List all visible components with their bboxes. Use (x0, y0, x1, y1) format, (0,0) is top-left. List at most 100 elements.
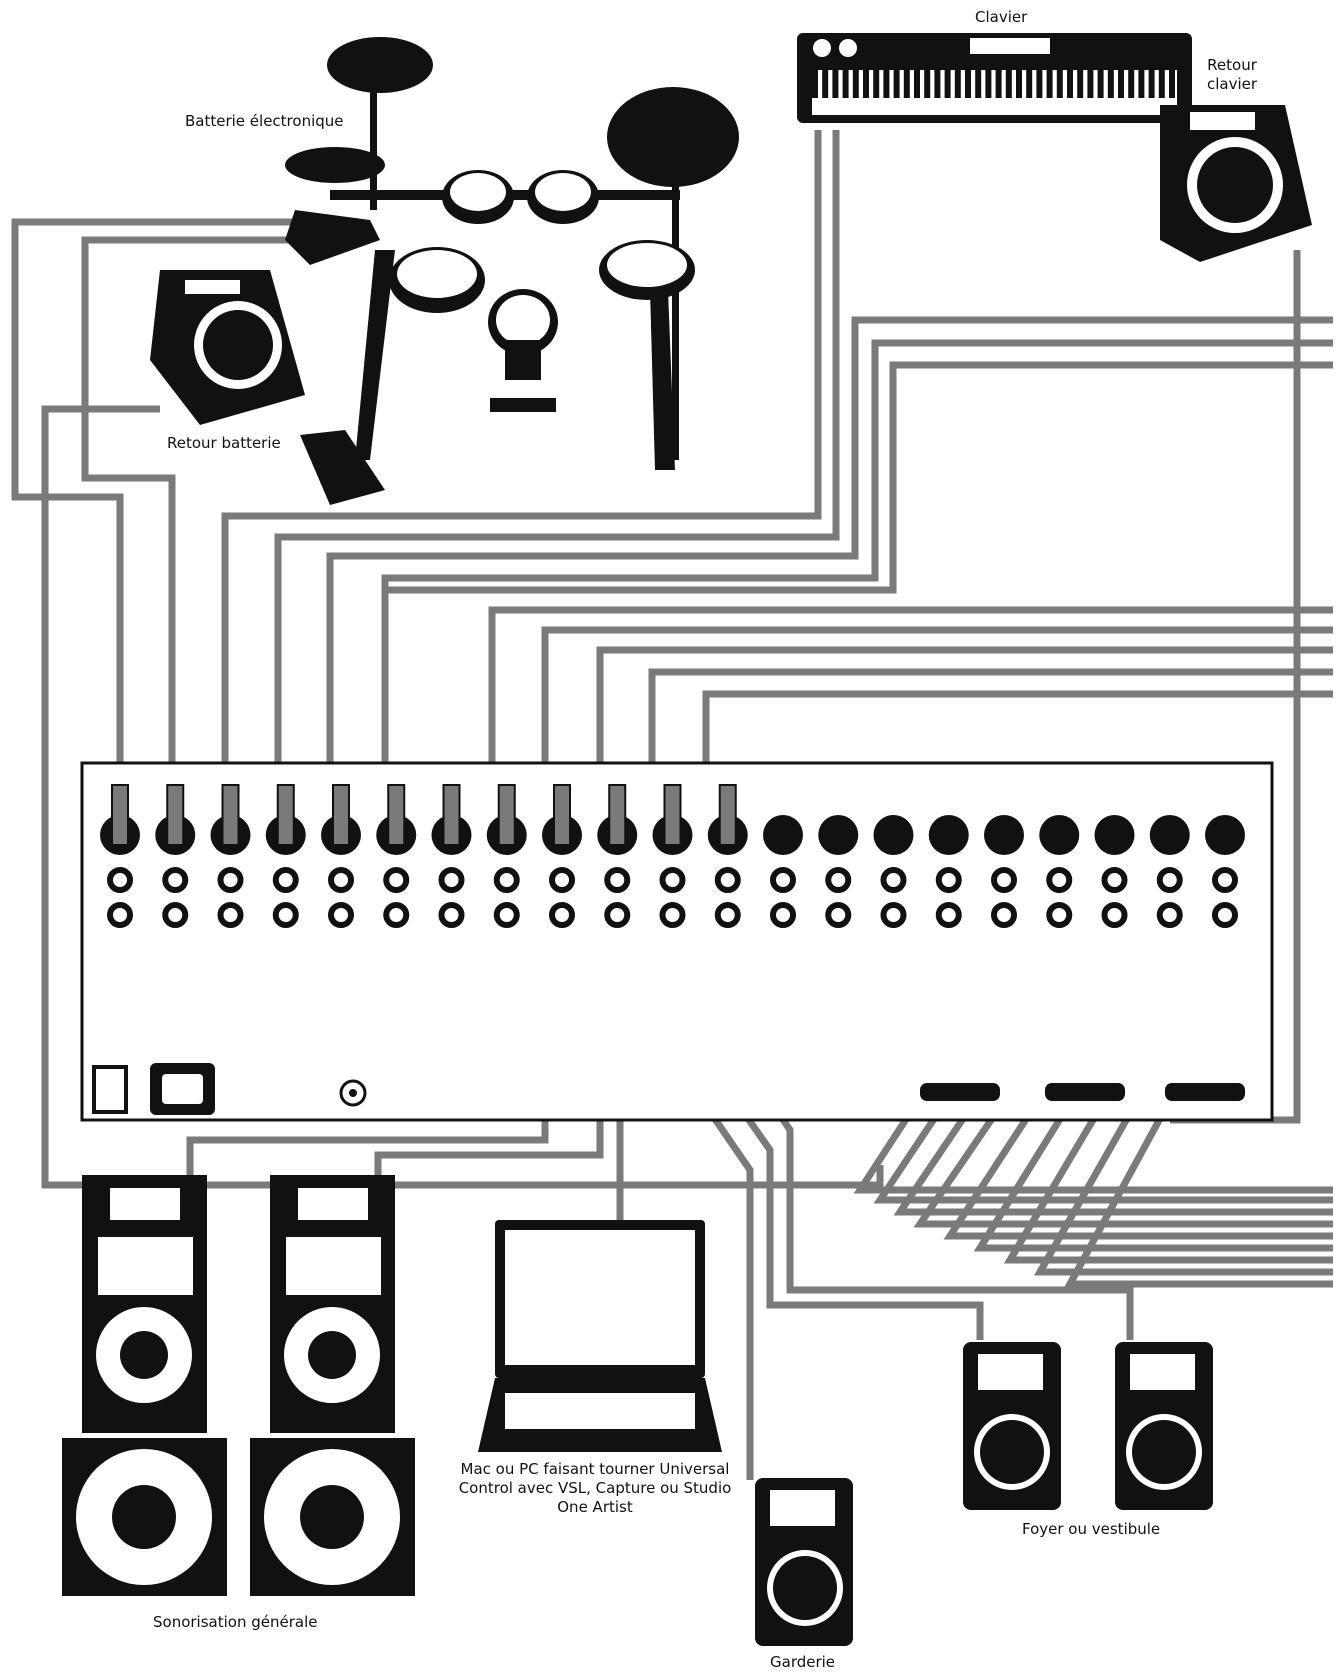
input-plug (718, 784, 737, 846)
keyboard-key (1087, 70, 1094, 98)
trs-jack (549, 867, 575, 893)
keyboard-key (924, 70, 931, 98)
pedal-icon (300, 430, 385, 505)
label-keyboard: Clavier (975, 8, 1028, 26)
keyboard-key (1026, 70, 1033, 98)
keyboard-key (965, 70, 971, 98)
keyboard-key (985, 70, 992, 98)
label-computer-line3: One Artist (557, 1497, 633, 1516)
drum-kit-icon (285, 37, 739, 470)
keyboard-key (1158, 70, 1165, 98)
trs-jack (991, 867, 1017, 893)
trs-jack (1156, 867, 1183, 893)
keyboard-key (893, 70, 900, 98)
cable-drum-monitor (41, 405, 884, 1189)
xlr-input-jack (818, 815, 859, 855)
keyboard-key (1005, 70, 1012, 98)
drum-monitor-icon (150, 270, 305, 425)
trs-jack (880, 902, 907, 928)
trs-jack (1046, 902, 1073, 928)
cable-drums-2 (81, 236, 292, 790)
keyboard-key (1067, 70, 1073, 98)
keyboard-key (995, 70, 1002, 98)
mixer-icon (80, 761, 1274, 1122)
trs-jack (438, 867, 465, 893)
trs-jack (714, 902, 741, 928)
label-drums: Batterie électronique (185, 112, 344, 130)
label-lobby: Foyer ou vestibule (1022, 1520, 1161, 1538)
input-plug (332, 784, 350, 846)
main-pa-speakers-icon (62, 1175, 415, 1596)
cable-right-10 (702, 690, 1333, 770)
cable-keyboard-2 (274, 130, 840, 790)
input-plug (497, 784, 516, 846)
trs-jack (825, 867, 852, 893)
trs-jack (604, 867, 631, 893)
xlr-input-jack (928, 815, 969, 855)
xlr-input-jack (763, 815, 803, 855)
trs-jack (162, 902, 189, 928)
cable-drums-1 (11, 218, 292, 790)
xlr-input-jack (1094, 815, 1135, 855)
keyboard-key (883, 70, 890, 98)
trs-jack (383, 902, 410, 928)
input-plug (387, 784, 406, 846)
label-main-pa: Sonorisation générale (153, 1613, 318, 1631)
label-keyboard-monitor: Retour clavier (1207, 56, 1257, 94)
input-plug (276, 784, 295, 846)
trs-jack (770, 902, 796, 928)
input-plug (111, 784, 129, 846)
trs-jack (1212, 867, 1238, 893)
keyboard-key (944, 70, 951, 98)
trs-jack (714, 867, 741, 893)
trs-jack (1101, 867, 1128, 893)
trs-jack (1101, 902, 1128, 928)
trs-jack (770, 867, 796, 893)
keyboard-key (903, 70, 910, 98)
cable-right-6 (488, 606, 1333, 770)
trs-jack (328, 867, 354, 893)
keyboard-key (1077, 70, 1084, 98)
input-plug (221, 784, 240, 846)
keyboard-key (1118, 70, 1124, 98)
keyboard-key (873, 70, 880, 98)
cable-right-9 (648, 668, 1333, 770)
trs-jack (935, 867, 962, 893)
laptop-icon (478, 1220, 722, 1452)
trs-jack (438, 902, 465, 928)
xlr-input-jack (984, 815, 1024, 855)
label-keyboard-monitor-line2: clavier (1207, 74, 1258, 93)
label-computer-line2: Control avec VSL, Capture ou Studio (458, 1478, 732, 1497)
input-plug (442, 784, 461, 846)
keyboard-key (1128, 70, 1135, 98)
xlr-input-jack (873, 815, 914, 855)
label-computer: Mac ou PC faisant tourner Universal Cont… (445, 1460, 745, 1516)
keyboard-key (1016, 70, 1022, 98)
xlr-input-jack (1205, 815, 1245, 855)
trs-jack (107, 902, 133, 928)
keyboard-key (842, 70, 849, 98)
trs-jack (604, 902, 631, 928)
trs-jack (328, 902, 354, 928)
keyboard-key (822, 70, 829, 98)
cable-right-7 (541, 626, 1333, 770)
trs-jack (272, 902, 299, 928)
trs-jack (1156, 902, 1183, 928)
xlr-input-jack (1039, 815, 1080, 855)
trs-jack (493, 867, 520, 893)
keyboard-key (1046, 70, 1053, 98)
trs-jack (217, 902, 244, 928)
input-plug (663, 784, 682, 846)
keyboard-key (1107, 70, 1114, 98)
trs-jack (549, 902, 575, 928)
keyboard-key (832, 70, 839, 98)
trs-jack (659, 902, 686, 928)
trs-jack (217, 867, 244, 893)
cable-keyboard-1 (221, 130, 822, 790)
keyboard-key (954, 70, 961, 98)
keyboard-icon (797, 33, 1192, 123)
keyboard-key (1169, 70, 1175, 98)
trs-jack (162, 867, 189, 893)
